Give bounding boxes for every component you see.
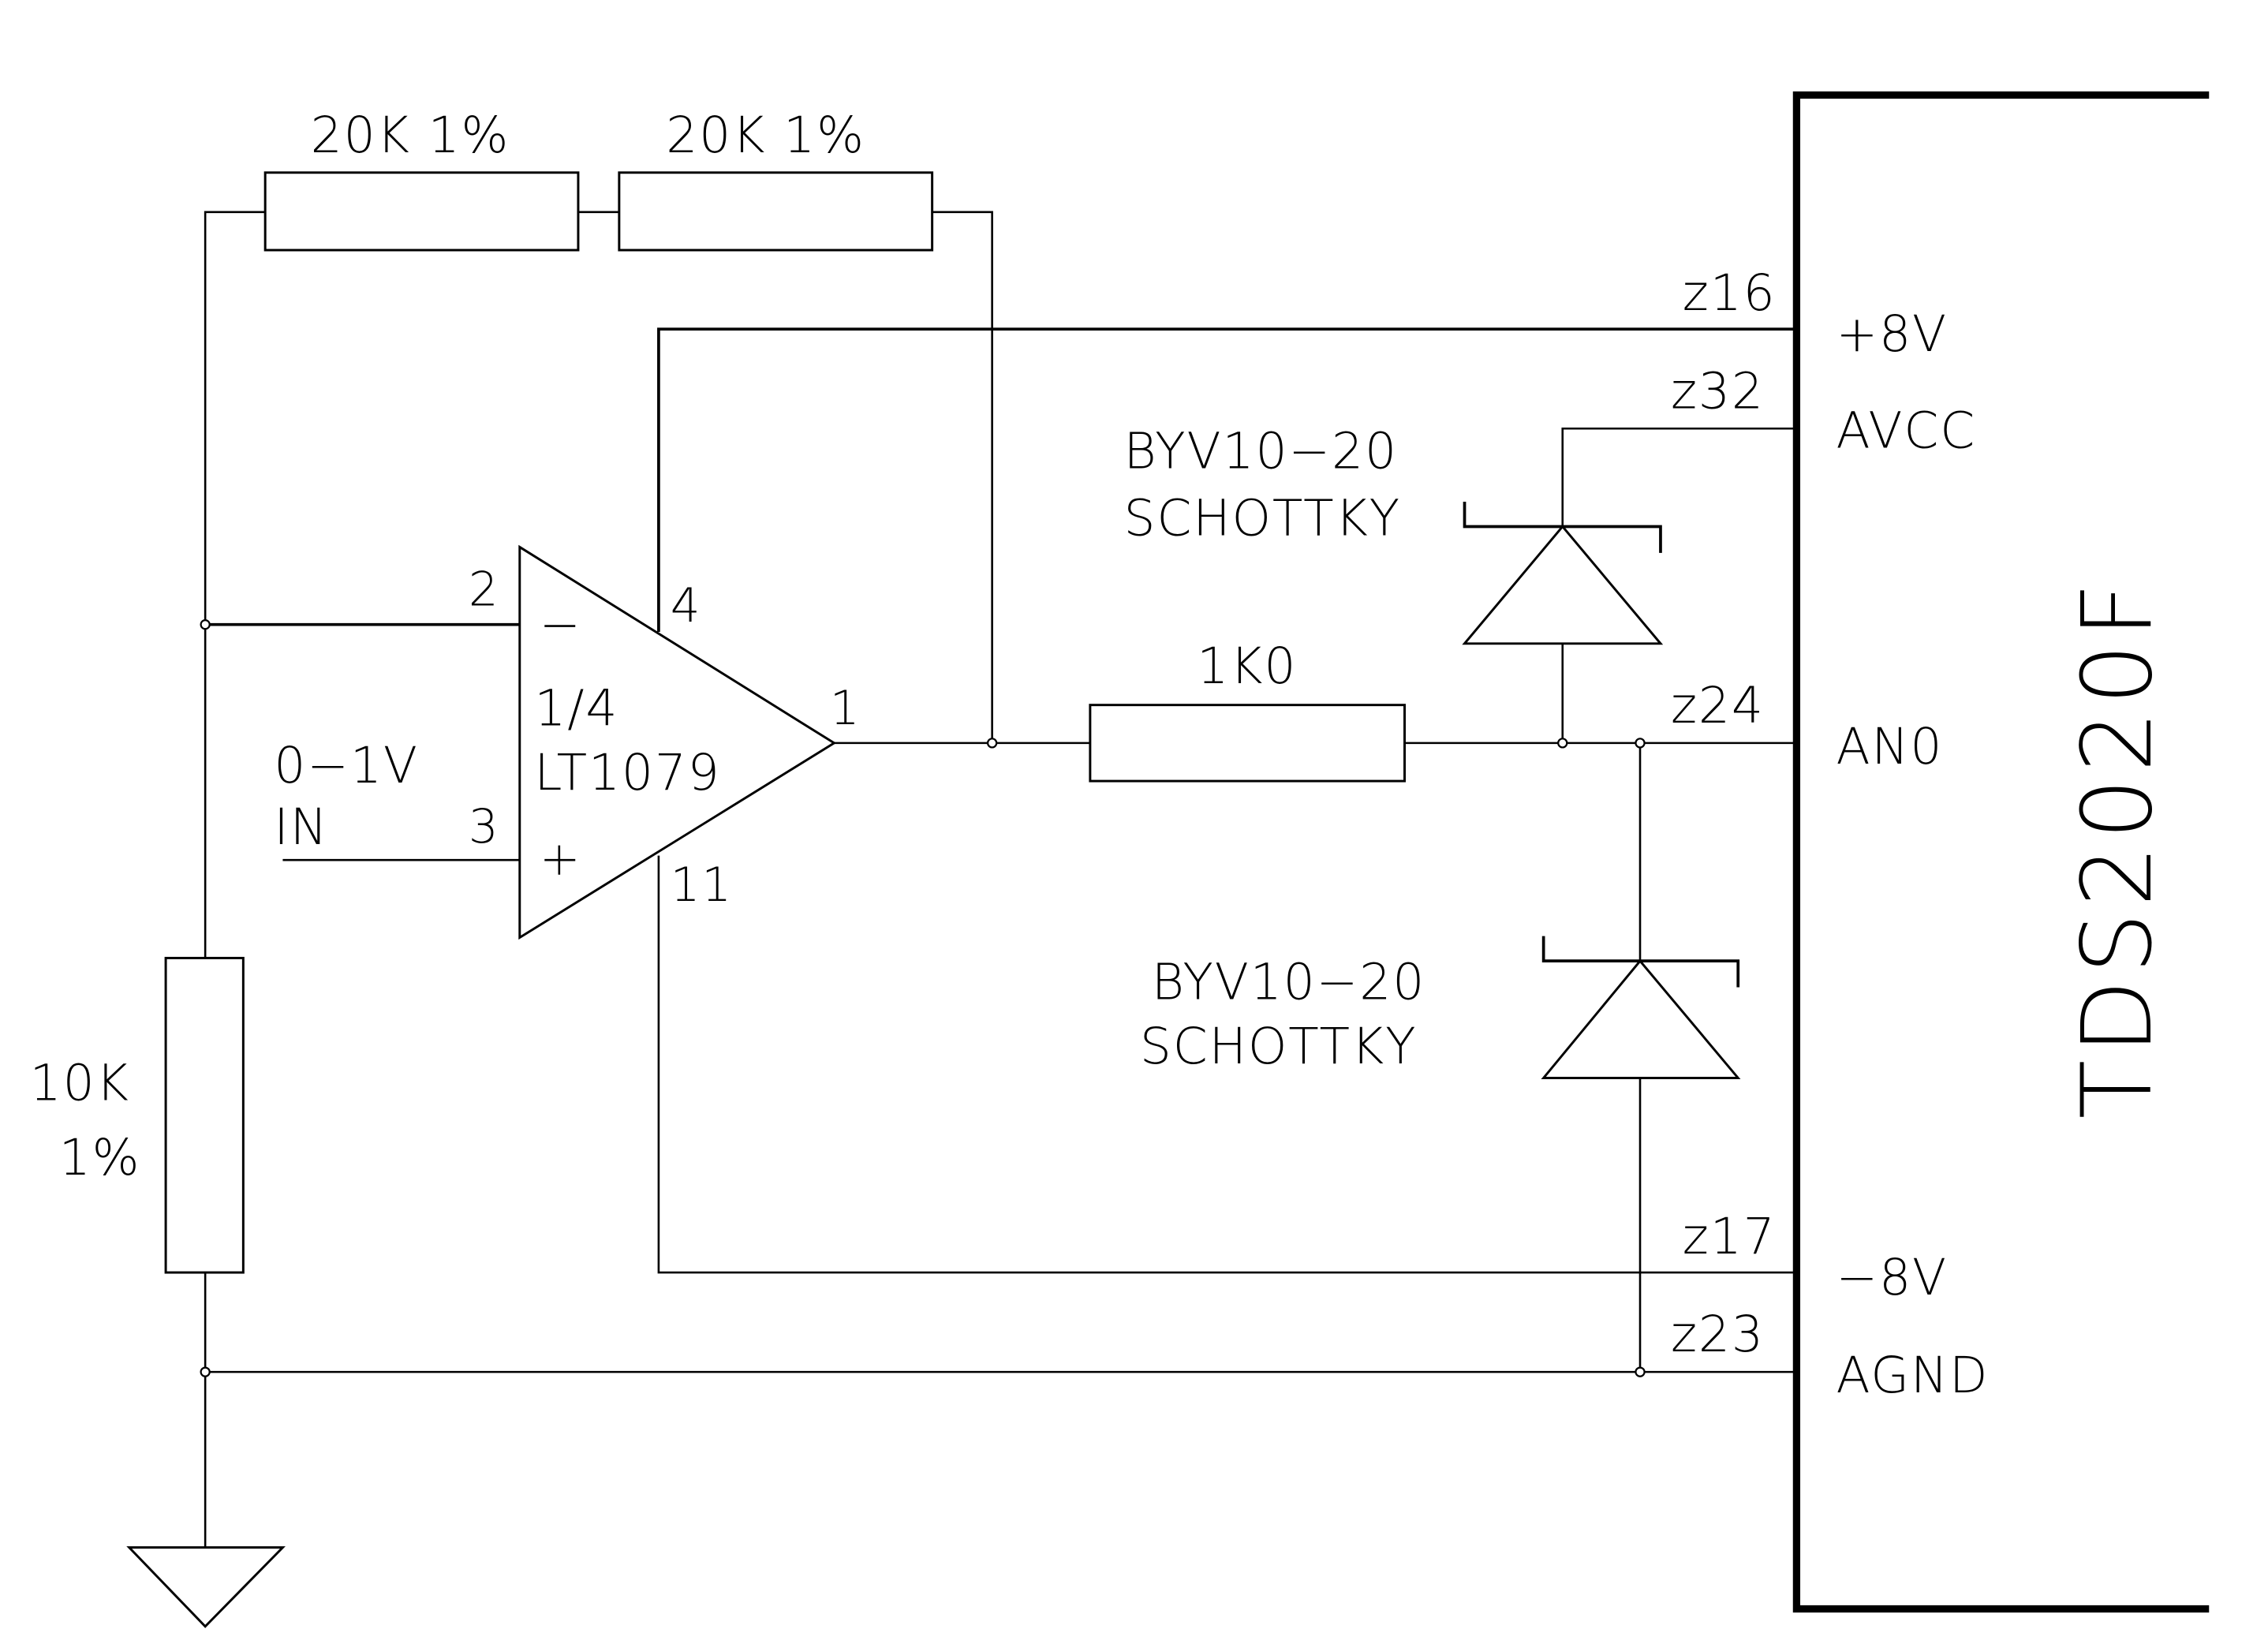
connector-signal-avcc: AVCC xyxy=(1836,401,1976,459)
junction-dot xyxy=(1635,1366,1646,1377)
schottky-diode-lower xyxy=(1541,936,1741,1079)
resistor-20k-1-label: 20K 1% xyxy=(311,106,510,164)
ground-icon xyxy=(126,1546,286,1628)
opamp-pin-11: 11 xyxy=(671,857,733,912)
connector-signal-plus-8v: +8V xyxy=(1836,305,1948,363)
resistor-20k-2 xyxy=(618,171,934,252)
diode-lower-part: BYV10−20 xyxy=(1152,952,1425,1011)
connector-signal-an0: AN0 xyxy=(1836,717,1943,775)
opamp-pin-1: 1 xyxy=(830,681,861,735)
junction-dot xyxy=(986,738,998,749)
diode-lower-type: SCHOTTKY xyxy=(1140,1017,1418,1075)
input-in-label: IN xyxy=(274,798,328,856)
resistor-1k0-label: 1K0 xyxy=(1197,637,1297,695)
junctions xyxy=(200,619,1646,1377)
opamp-lt1079 xyxy=(518,544,837,940)
connector-pin-z17: z17 xyxy=(1683,1207,1777,1265)
connector-pin-z24: z24 xyxy=(1671,676,1765,734)
connector-signal-agnd: AGND xyxy=(1836,1346,1989,1404)
wire-plus-8v xyxy=(657,327,1797,632)
diode-upper-type: SCHOTTKY xyxy=(1124,489,1402,547)
resistor-10k-label-value: 10K xyxy=(30,1053,130,1112)
connector-pin-z23: z23 xyxy=(1671,1305,1765,1363)
connector-pin-z16: z16 xyxy=(1683,263,1777,322)
connector-name: TDS2020F xyxy=(2061,577,2173,1119)
opamp-pin-3: 3 xyxy=(469,799,500,854)
resistor-1k0 xyxy=(1089,704,1406,783)
input-range-label: 0−1V xyxy=(274,736,419,794)
junction-dot xyxy=(1557,738,1568,749)
opamp-pin-2: 2 xyxy=(469,562,500,617)
connector-pin-z32: z32 xyxy=(1671,361,1765,420)
connector-tds2020f-outline xyxy=(1792,91,2210,1613)
connector-signal-minus-8v: −8V xyxy=(1836,1248,1948,1306)
schottky-diode-upper xyxy=(1462,501,1664,645)
wire-feedback-left xyxy=(204,211,266,958)
resistor-20k-1 xyxy=(263,171,580,252)
opamp-part-number: LT1079 xyxy=(534,743,720,801)
wire-feedback-right xyxy=(932,211,993,743)
opamp-part-fraction: 1/4 xyxy=(534,679,618,738)
diode-upper-part: BYV10−20 xyxy=(1124,421,1398,480)
resistor-20k-2-label: 20K 1% xyxy=(666,106,865,164)
junction-dot xyxy=(200,1366,211,1377)
wires xyxy=(204,211,1797,1548)
opamp-pin-4: 4 xyxy=(671,578,702,633)
wire-avcc xyxy=(1561,427,1797,527)
junction-dot xyxy=(200,619,211,630)
resistor-10k-label-tolerance: 1% xyxy=(59,1128,141,1186)
resistor-10k xyxy=(164,956,245,1274)
wire-minus-8v xyxy=(657,855,1797,1274)
junction-dot xyxy=(1635,738,1646,749)
